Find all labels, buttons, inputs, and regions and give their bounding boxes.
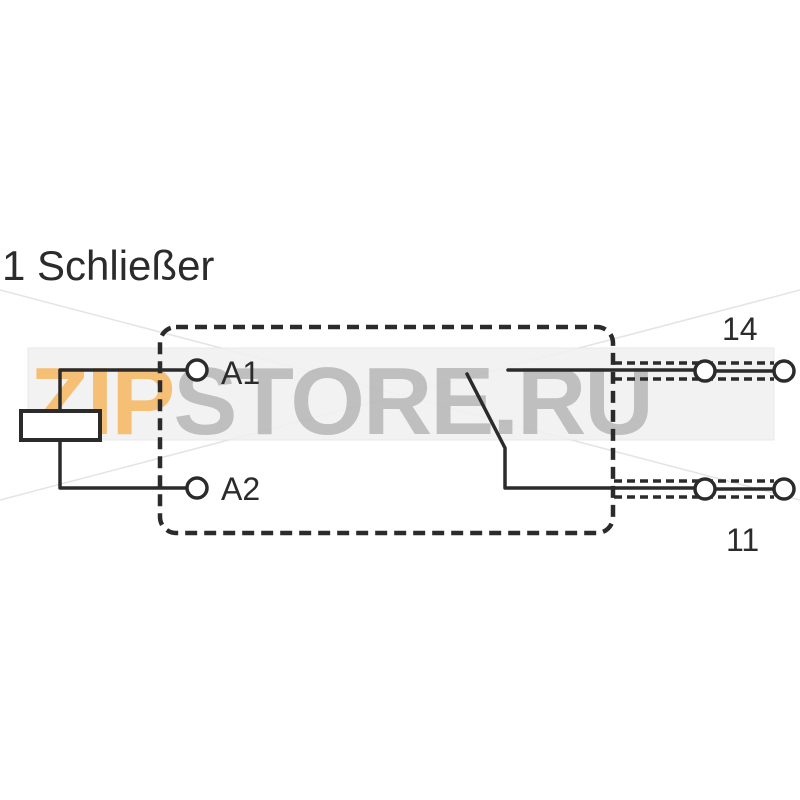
terminal-label-a1: A1 xyxy=(221,355,260,391)
watermark: ZIPSTORE.RU xyxy=(27,347,775,455)
contact-label-11: 11 xyxy=(726,522,759,558)
external-connection-14 xyxy=(614,361,775,381)
terminal-label-a2: A2 xyxy=(221,471,260,507)
contact-label-14: 14 xyxy=(722,311,758,347)
watermark-band xyxy=(27,347,775,441)
watermark-store: STORE.RU xyxy=(173,348,651,455)
terminal-14-outer xyxy=(772,359,796,383)
terminal-a1 xyxy=(185,358,209,382)
coil-wire-a2 xyxy=(58,438,189,490)
terminal-14-inner xyxy=(693,359,717,383)
terminal-a2 xyxy=(185,476,209,500)
terminal-11-outer xyxy=(772,477,796,501)
coil-wire-a1 xyxy=(58,368,189,413)
contact-switch-arm xyxy=(465,372,697,490)
terminal-11-inner xyxy=(693,477,717,501)
diagram-title: 1 Schließer xyxy=(2,242,214,289)
watermark-text: ZIPSTORE.RU xyxy=(30,348,652,455)
external-connection-11 xyxy=(614,479,775,499)
coil-symbol xyxy=(19,409,102,442)
relay-housing xyxy=(157,324,616,536)
